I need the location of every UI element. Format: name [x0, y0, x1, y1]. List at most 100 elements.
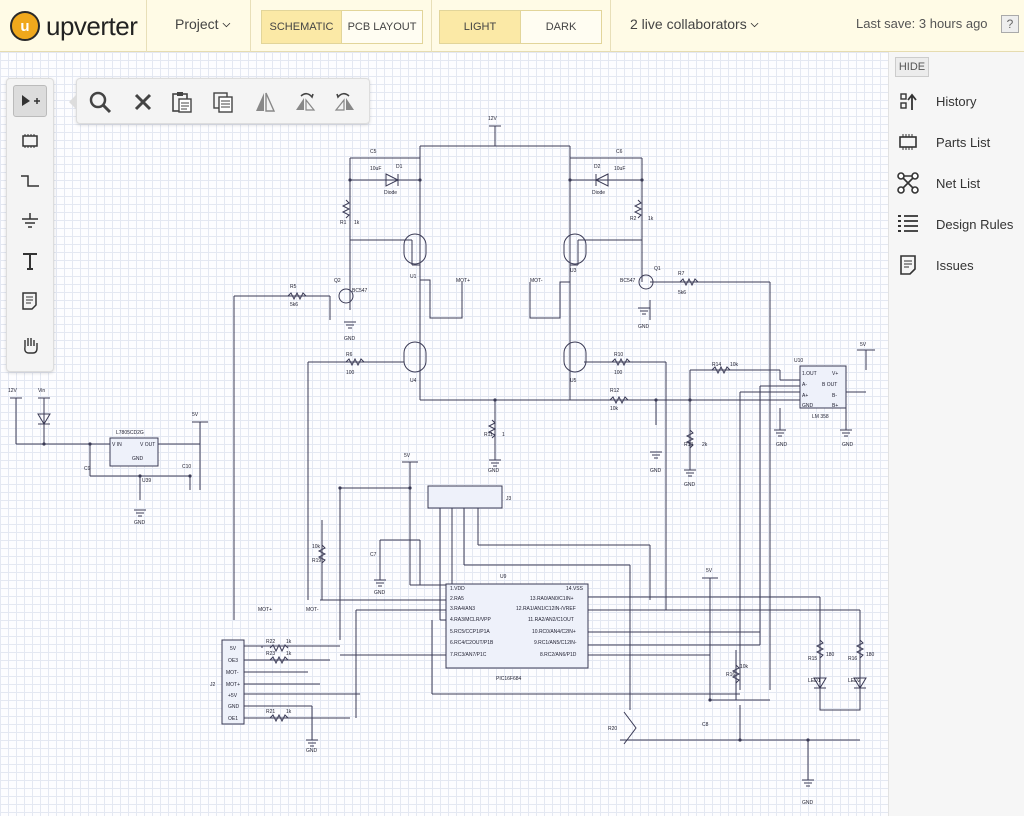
- net-icon: [893, 171, 923, 195]
- flip-horizontal-icon: [256, 92, 276, 112]
- panel-item-net-list[interactable]: Net List: [893, 168, 1023, 198]
- panel-item-label: Design Rules: [936, 216, 1014, 232]
- label-gnd: GND: [488, 468, 500, 474]
- label-u3: U3: [570, 268, 577, 274]
- label-r22-value: 1k: [286, 639, 292, 645]
- label-r20: R20: [608, 726, 617, 732]
- rotate-right-button[interactable]: [290, 87, 320, 117]
- label-regulator: L7805CD2G: [116, 430, 144, 436]
- right-panel: HIDE History Parts List Net List Design …: [888, 52, 1024, 816]
- ground-tool[interactable]: [13, 205, 47, 237]
- pan-tool[interactable]: [13, 329, 47, 361]
- label-opamp-pin: B-: [832, 393, 837, 399]
- panel-item-history[interactable]: History: [893, 86, 1023, 116]
- label-r16: R16: [848, 656, 857, 662]
- label-j2-pin: +5V: [228, 693, 238, 699]
- note-icon: [22, 292, 37, 310]
- label-bc547: BC547: [620, 278, 636, 284]
- rotate-left-button[interactable]: [330, 87, 360, 117]
- label-mcu-pin: 1.VDD: [450, 586, 465, 592]
- label-opamp-pin: B+: [832, 403, 838, 409]
- flip-horizontal-button[interactable]: [250, 87, 280, 117]
- clipboard-icon: [172, 92, 192, 113]
- label-mcu-pin: 3.RA4/AN3: [450, 606, 475, 612]
- schematic-tab[interactable]: SCHEMATIC: [262, 11, 342, 43]
- label-5v: 5V: [860, 342, 867, 348]
- chip-icon: [22, 134, 38, 148]
- label-led-resistor-value: 180: [866, 652, 875, 658]
- label-u4: U4: [410, 378, 417, 384]
- label-mcu-pin: 14.VSS: [566, 586, 584, 592]
- label-5v: 5V: [404, 453, 411, 459]
- hide-panel-button[interactable]: HIDE: [895, 57, 929, 77]
- label-r12-value: 10k: [610, 406, 619, 412]
- pcb-layout-tab[interactable]: PCB LAYOUT: [342, 11, 422, 43]
- label-r2-value: 1k: [648, 216, 654, 222]
- select-move-tool[interactable]: [13, 85, 47, 117]
- label-c7: C7: [370, 552, 377, 558]
- panel-item-design-rules[interactable]: Design Rules: [893, 209, 1023, 239]
- label-mcu-pin: 11.RA2/AN2/C1OUT: [528, 617, 574, 623]
- label-j2-pin: GND: [228, 704, 240, 710]
- project-menu-button[interactable]: Project ⌵: [175, 16, 230, 32]
- collaborators-button[interactable]: 2 live collaborators ⌵: [630, 16, 758, 32]
- light-theme-button[interactable]: LIGHT: [440, 11, 521, 43]
- chevron-down-icon: ⌵: [222, 18, 231, 30]
- label-vin: Vin: [38, 388, 45, 394]
- copy-icon: [213, 92, 233, 113]
- label-r19-value: 10k: [312, 544, 321, 550]
- label-r21-value: 1k: [286, 709, 292, 715]
- label-c6-value: 10uF: [614, 166, 625, 172]
- label-q2: Q2: [334, 278, 341, 284]
- wire-tool[interactable]: [13, 165, 47, 197]
- schematic-labels: 12V 12V Vin 5V 5V 5V 5V C5 10uF C6 10uF …: [8, 116, 875, 806]
- label-mcu-pin: 9.RC1/AN5/C12IN-: [534, 640, 577, 646]
- theme-switch: LIGHT DARK: [439, 10, 602, 44]
- label-u10: U10: [794, 358, 803, 364]
- copy-button[interactable]: [208, 87, 238, 117]
- help-button[interactable]: ?: [1001, 15, 1019, 33]
- label-mcu-pin: 6.RC4/C2OUT/P1B: [450, 640, 494, 646]
- label-r11: R11: [484, 432, 493, 438]
- label-r14: R14: [712, 362, 721, 368]
- label-gnd: GND: [374, 590, 386, 596]
- text-tool[interactable]: [13, 245, 47, 277]
- components: [37, 173, 867, 745]
- label-j2-pin: OE3: [228, 658, 238, 664]
- label-j2-pin: MOT+: [226, 682, 240, 688]
- label-r2: R2: [630, 216, 637, 222]
- add-part-tool[interactable]: [13, 125, 47, 157]
- label-gnd: GND: [684, 482, 696, 488]
- edit-toolbar: [69, 78, 370, 124]
- label-mcu-pin: 2.RA5: [450, 596, 464, 602]
- paste-button[interactable]: [167, 87, 197, 117]
- panel-item-issues[interactable]: Issues: [893, 250, 1023, 280]
- label-opamp-pin: V+: [832, 371, 838, 377]
- schematic-canvas[interactable]: 12V 12V Vin 5V 5V 5V 5V C5 10uF C6 10uF …: [0, 52, 888, 816]
- label-d1: D1: [396, 164, 403, 170]
- note-tool[interactable]: [13, 285, 47, 317]
- label-r11-value: 1: [502, 432, 505, 438]
- label-r23-value: 1k: [286, 651, 292, 657]
- label-mcu-pin: 10.RC0/AN4/C2IN+: [532, 629, 576, 635]
- ground-icon: [22, 213, 38, 228]
- upverter-logo[interactable]: u upverter: [10, 10, 138, 42]
- dark-theme-button[interactable]: DARK: [521, 11, 601, 43]
- label-c5: C5: [370, 149, 377, 155]
- delete-button[interactable]: [128, 87, 158, 117]
- chip-icon: [893, 133, 923, 151]
- label-r12: R12: [610, 388, 619, 394]
- label-j2-pin: MOT-: [226, 670, 239, 676]
- label-r16-value: 10k: [740, 664, 749, 670]
- label-12v-left: 12V: [8, 388, 18, 394]
- label-r13-value: 2k: [702, 442, 708, 448]
- label-u9: U9: [500, 574, 507, 580]
- label-mcu-name: PIC16F684: [496, 676, 522, 682]
- label-5v: 5V: [192, 412, 199, 418]
- chevron-down-icon: ⌵: [750, 18, 759, 30]
- list-icon: [893, 213, 923, 235]
- zoom-button[interactable]: [85, 87, 115, 117]
- collaborators-label: 2 live collaborators: [630, 16, 747, 32]
- panel-item-parts-list[interactable]: Parts List: [893, 127, 1023, 157]
- label-r6-value: 100: [346, 370, 355, 376]
